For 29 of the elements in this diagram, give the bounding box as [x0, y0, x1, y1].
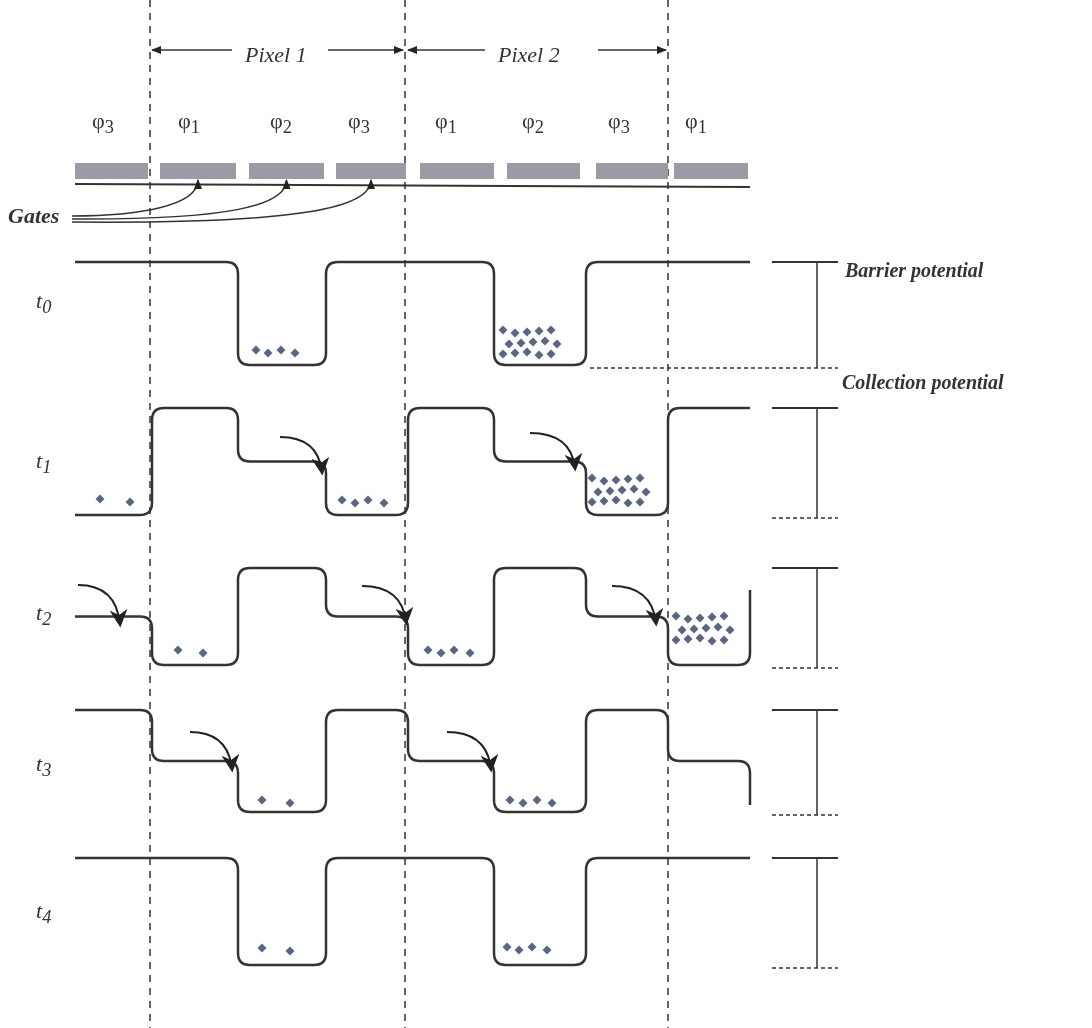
diagram-label: φ$_{1}$ — [435, 110, 457, 137]
diagram-label: φ$_{3}$ — [608, 110, 630, 137]
leader-line — [71, 178, 374, 223]
diagram-label: t$_{0}$ — [36, 290, 52, 317]
gate-electrode — [507, 163, 580, 179]
diagram-label: φ$_{1}$ — [685, 110, 707, 137]
diagram-label: t$_{4}$ — [36, 900, 52, 927]
gate-electrode — [420, 163, 494, 179]
diagram-label: Collection potential — [842, 372, 1004, 392]
leader-line — [71, 178, 289, 220]
gate-electrode — [596, 163, 668, 179]
diagram-label: Pixel 2 — [498, 44, 560, 66]
leader-line — [71, 178, 201, 217]
diagram-label: t$_{3}$ — [36, 753, 52, 780]
diagram-label: φ$_{3}$ — [92, 110, 114, 137]
diagram-label: Pixel 1 — [245, 44, 307, 66]
diagram-label: t$_{2}$ — [36, 602, 52, 629]
diagram-label: t$_{1}$ — [36, 450, 52, 477]
diagram-label: φ$_{3}$ — [348, 110, 370, 137]
diagram-label: Barrier potential — [845, 260, 984, 280]
gate-electrode — [160, 163, 236, 179]
diagram-label: φ$_{1}$ — [178, 110, 200, 137]
gate-electrode — [336, 163, 406, 179]
diagram-label: φ$_{2}$ — [522, 110, 544, 137]
gate-electrode — [674, 163, 748, 179]
gate-electrode — [249, 163, 324, 179]
gate-label: Gates — [8, 203, 60, 229]
gate-electrode — [75, 163, 148, 179]
diagram-label: φ$_{2}$ — [270, 110, 292, 137]
